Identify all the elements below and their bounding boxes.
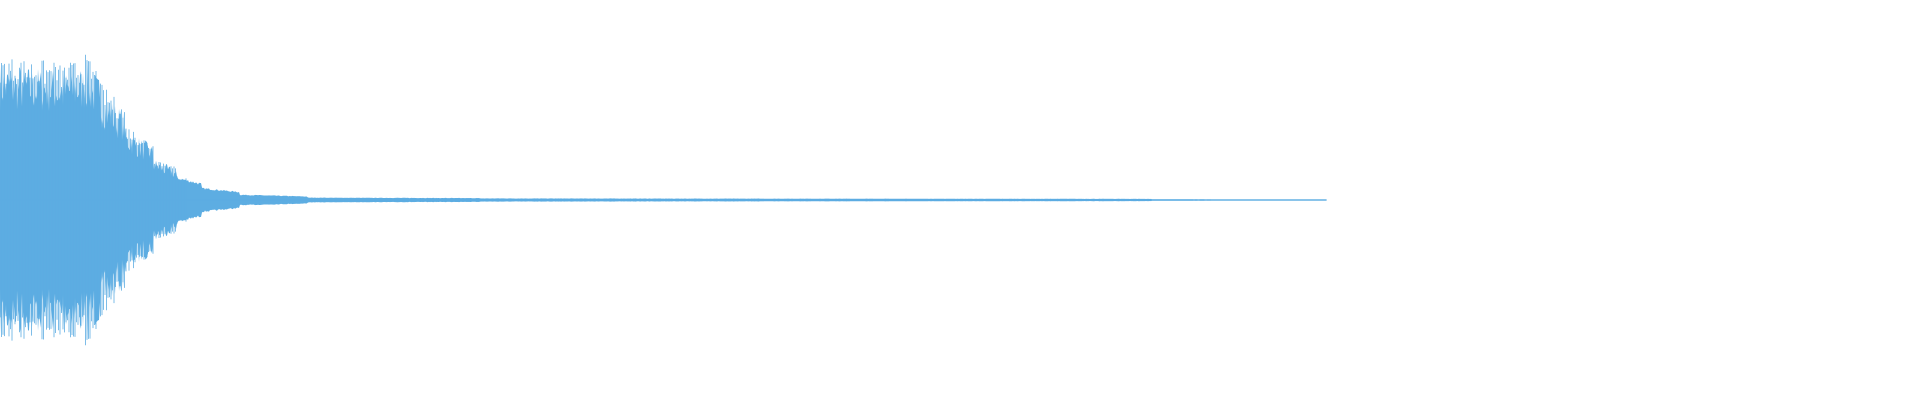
audio-waveform xyxy=(0,54,1327,346)
